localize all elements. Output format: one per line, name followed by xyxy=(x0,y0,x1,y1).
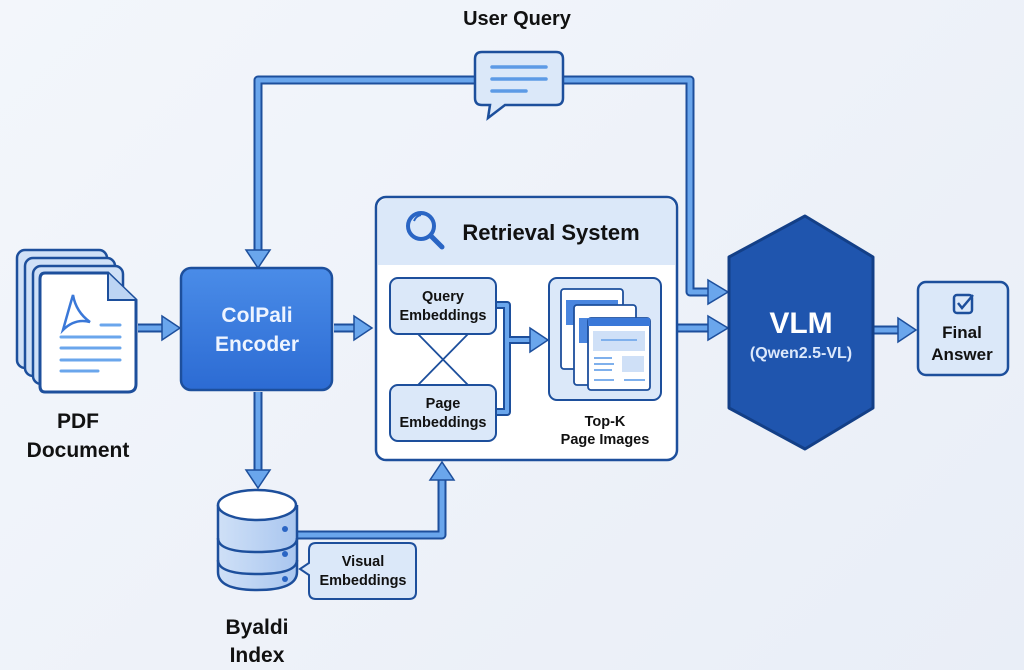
magnifier-icon xyxy=(406,211,445,250)
vlm-label: VLM xyxy=(769,307,832,340)
retrieval-system-panel: Retrieval System Query Embeddings Page E… xyxy=(374,195,679,462)
query-embeddings-label-2: Embeddings xyxy=(399,308,486,324)
final-answer-node: Final Answer xyxy=(916,280,1010,377)
top-k-label-2: Page Images xyxy=(561,432,650,448)
vlm-node: VLM (Qwen2.5-VL) xyxy=(727,214,875,451)
page-embeddings-label-2: Embeddings xyxy=(399,415,486,431)
colpali-encoder-node: ColPali Encoder xyxy=(179,266,334,392)
visual-embeddings-callout: Visual Embeddings xyxy=(298,542,417,600)
page-embeddings-box: Page Embeddings xyxy=(389,384,497,442)
arrowhead xyxy=(244,249,272,270)
colpali-encoder-label-2: Encoder xyxy=(215,333,299,356)
connector-straight-arrows xyxy=(138,314,918,540)
page-embeddings-label-1: Page xyxy=(426,396,461,412)
arrowhead xyxy=(529,326,550,354)
final-answer-label-2: Answer xyxy=(931,345,993,364)
query-embeddings-box: Query Embeddings xyxy=(389,277,497,335)
speech-bubble-icon xyxy=(473,50,565,121)
arrowhead xyxy=(707,278,730,306)
byaldi-index-label-2: Index xyxy=(230,644,285,667)
top-k-label-1: Top-K xyxy=(585,414,626,430)
visual-embeddings-label-2: Embeddings xyxy=(319,573,406,589)
visual-embeddings-label-1: Visual xyxy=(342,554,384,570)
pdf-stack-icon xyxy=(15,248,138,394)
connector-query-to-encoder-fill xyxy=(255,77,474,255)
bracket-fill xyxy=(496,303,535,414)
query-embeddings-label-1: Query xyxy=(422,289,464,305)
connector-fill xyxy=(562,77,712,295)
pdf-document-label-2: Document xyxy=(27,439,130,462)
cross-match-lines xyxy=(417,333,469,386)
final-answer-label-1: Final xyxy=(942,323,982,342)
vlm-sublabel: (Qwen2.5-VL) xyxy=(750,345,852,362)
retrieval-system-title: Retrieval System xyxy=(462,220,639,245)
page-images-icon xyxy=(548,277,662,401)
pdf-document-label-1: PDF xyxy=(57,410,99,433)
byaldi-index-label-1: Byaldi xyxy=(225,616,288,639)
checkbox-icon xyxy=(952,293,974,315)
database-icon xyxy=(216,488,299,592)
colpali-encoder-label-1: ColPali xyxy=(221,304,292,327)
user-query-label: User Query xyxy=(463,8,572,30)
